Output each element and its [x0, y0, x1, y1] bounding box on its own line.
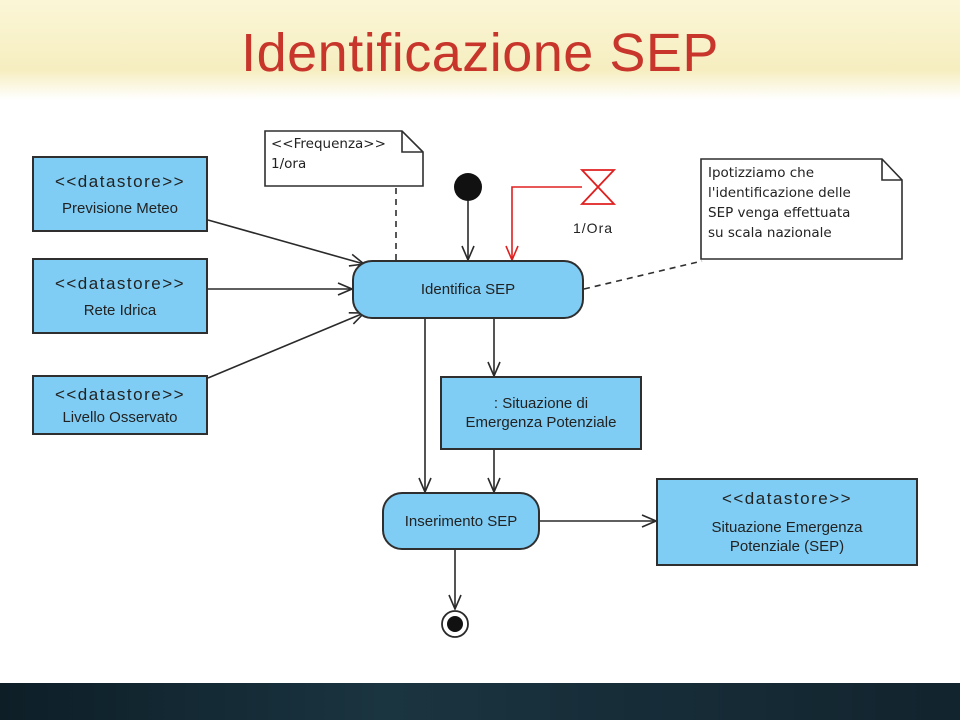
hypothesis-line-2: l'identificazione delle	[708, 185, 851, 201]
hypothesis-note: Ipotizziamo che l'identificazione delle …	[708, 163, 851, 243]
datastore-name: Livello Osservato	[62, 408, 178, 426]
datastore-previsione-meteo: <<datastore>> Previsione Meteo	[32, 156, 208, 232]
datastore-stereotype: <<datastore>>	[54, 171, 186, 191]
datastore-name-line-2: Potenziale (SEP)	[729, 538, 845, 555]
initial-node	[454, 173, 482, 201]
datastore-name: Previsione Meteo	[62, 199, 178, 217]
slide-title: Identificazione SEP	[241, 23, 719, 83]
object-node-situazione: : Situazione di Emergenza Potenziale	[440, 376, 642, 450]
datastore-name: Rete Idrica	[83, 301, 157, 319]
time-event-icon	[579, 169, 617, 205]
datastore-stereotype: <<datastore>>	[54, 273, 186, 293]
datastore-stereotype: <<datastore>>	[54, 384, 186, 404]
datastore-rete-idrica: <<datastore>> Rete Idrica	[32, 258, 208, 334]
final-node-dot	[447, 616, 463, 632]
hypothesis-note-anchor	[583, 260, 703, 290]
datastore-livello-osservato: <<datastore>> Livello Osservato	[32, 375, 208, 435]
time-event-label: 1/Ora	[573, 220, 614, 236]
frequency-value: 1/ora	[271, 156, 307, 172]
frequency-note: <<Frequenza>> 1/ora	[271, 134, 386, 174]
action-identifica-sep: Identifica SEP	[352, 260, 584, 319]
object-node-line-1: : Situazione di	[493, 395, 589, 412]
hypothesis-line-3: SEP venga effettuata	[708, 205, 851, 221]
action-inserimento-sep: Inserimento SEP	[382, 492, 540, 550]
datastore-name-line-1: Situazione Emergenza	[711, 519, 863, 536]
hypothesis-line-1: Ipotizziamo che	[708, 165, 815, 181]
object-node-line-2: Emergenza Potenziale	[465, 414, 617, 431]
time-event-flow	[512, 186, 582, 260]
hypothesis-note-shape	[700, 158, 903, 260]
title-band	[0, 0, 960, 100]
frequency-note-shape	[264, 130, 424, 187]
datastore-stereotype: <<datastore>>	[721, 489, 853, 508]
hypothesis-line-4: su scala nazionale	[708, 225, 832, 241]
footer-bar	[0, 683, 960, 720]
frequency-stereotype: <<Frequenza>>	[271, 136, 386, 152]
datastore-situazione-emergenza: <<datastore>> Situazione Emergenza Poten…	[656, 478, 918, 566]
